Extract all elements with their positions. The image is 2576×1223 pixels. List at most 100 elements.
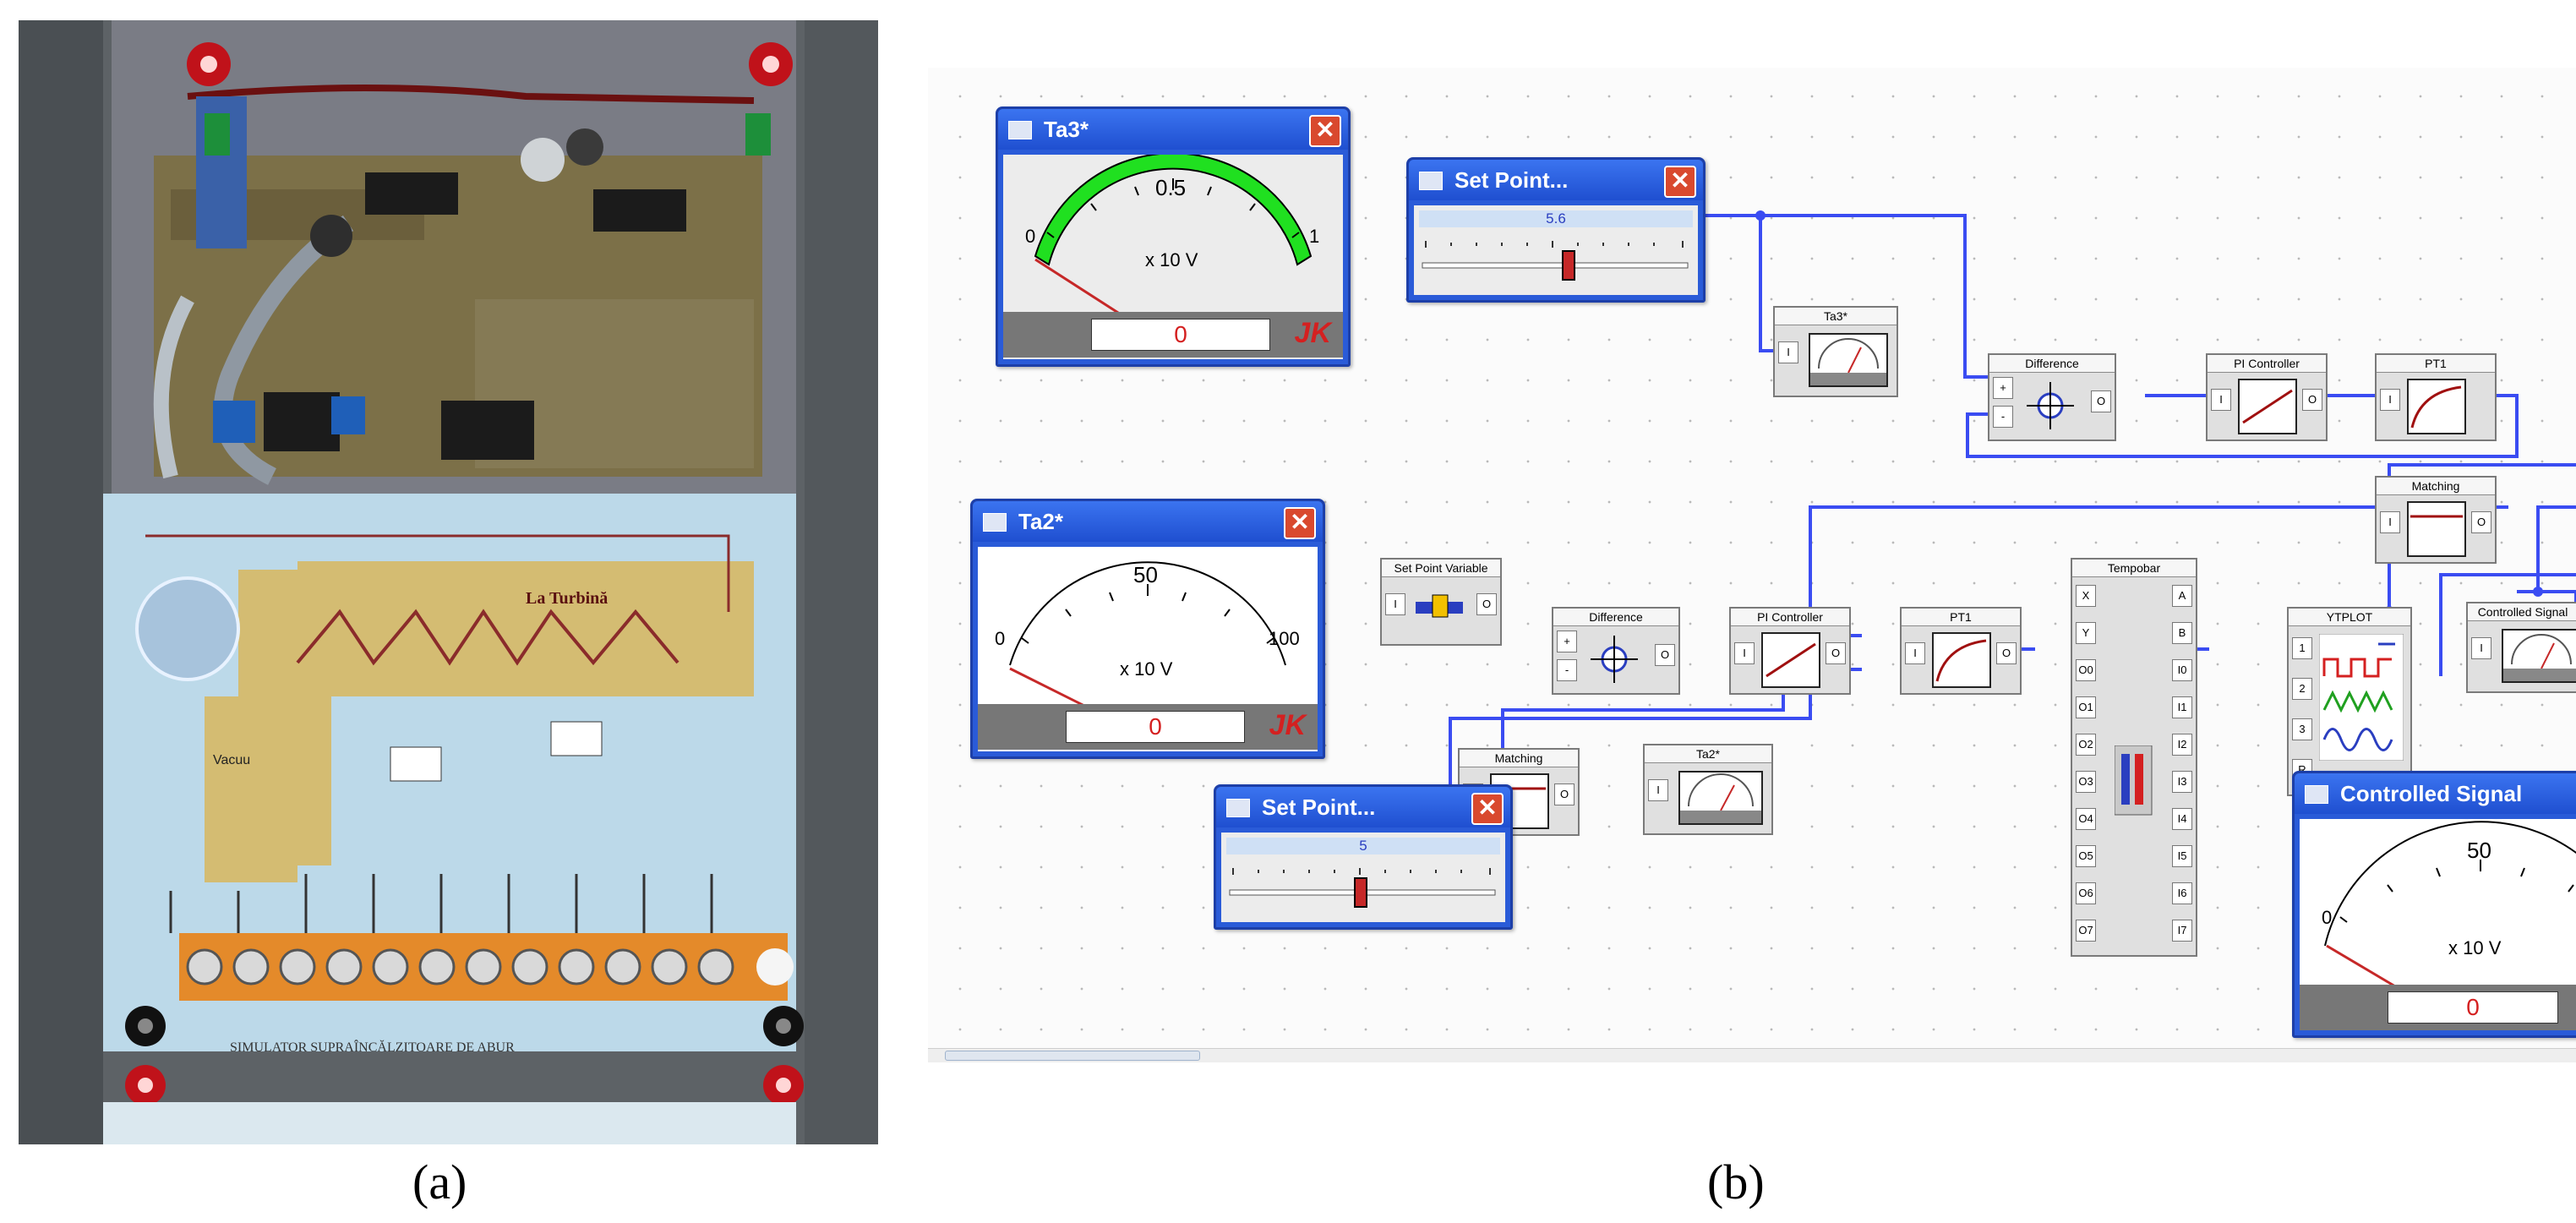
- ta2-meter-block[interactable]: Ta2* I: [1643, 744, 1773, 835]
- set-point-1-body: 5.6: [1414, 205, 1698, 295]
- close-button[interactable]: ✕: [1664, 166, 1696, 198]
- simulation-canvas[interactable]: Ta3* I Difference + - O PI Controller I …: [928, 68, 2576, 1059]
- tempobar-port-o6[interactable]: O6: [2076, 882, 2096, 904]
- controlled-signal-meter-title: Controlled Signal: [2468, 603, 2576, 621]
- tempobar-port-o0[interactable]: O0: [2076, 659, 2096, 681]
- matching-bottom-output-port[interactable]: O: [1554, 783, 1575, 805]
- set-point-variable-output-port[interactable]: O: [1476, 593, 1497, 615]
- tempobar-port-i4[interactable]: I4: [2172, 808, 2192, 830]
- set-point-1-slider[interactable]: [1414, 232, 1698, 292]
- tempobar-port-o2[interactable]: O2: [2076, 734, 2096, 756]
- tempobar-port-x[interactable]: X: [2076, 585, 2096, 607]
- ta3-meter-block[interactable]: Ta3* I: [1773, 306, 1898, 397]
- ta2-value-display: 0: [1066, 711, 1245, 743]
- set-point-window-2[interactable]: Set Point... ✕ 5: [1214, 784, 1513, 930]
- tempobar-port-a[interactable]: A: [2172, 585, 2192, 607]
- caption-a: (a): [412, 1155, 467, 1209]
- tempobar-port-y[interactable]: Y: [2076, 622, 2096, 644]
- difference-top-title: Difference: [1989, 355, 2115, 373]
- window-menu-icon[interactable]: [983, 513, 1007, 532]
- difference-top-output-port[interactable]: O: [2091, 390, 2111, 412]
- ta3-window-title: Ta3*: [998, 109, 1348, 150]
- matching-right-block[interactable]: Matching I O: [2375, 476, 2497, 564]
- pt1-mid-output-port[interactable]: O: [1996, 642, 2017, 664]
- tempobar-port-i2[interactable]: I2: [2172, 734, 2192, 756]
- ta3-unit-label: x 10 V: [1145, 249, 1198, 270]
- difference-top-plus-port[interactable]: +: [1993, 377, 2013, 399]
- window-menu-icon[interactable]: [1226, 799, 1250, 817]
- set-point-2-body: 5: [1221, 833, 1505, 922]
- tempobar-port-i3[interactable]: I3: [2172, 771, 2192, 793]
- ta2-meter-input-port[interactable]: I: [1648, 779, 1668, 801]
- tempobar-port-i7[interactable]: I7: [2172, 920, 2192, 942]
- ta3-window-body: 0.5 0 1 x 10 V 0 JK: [1003, 152, 1343, 359]
- controlled-signal-meter-input-port[interactable]: I: [2471, 637, 2491, 659]
- window-menu-icon[interactable]: [1008, 121, 1032, 139]
- pt1-top-input-port[interactable]: I: [2380, 389, 2400, 411]
- pi-ramp-icon: [1761, 632, 1820, 688]
- window-menu-icon[interactable]: [1419, 172, 1443, 190]
- pi-controller-top-output-port[interactable]: O: [2302, 389, 2322, 411]
- pi-controller-mid-input-port[interactable]: I: [1734, 642, 1755, 664]
- set-point-variable-input-port[interactable]: I: [1385, 593, 1405, 615]
- summing-junction-icon: [2027, 382, 2074, 429]
- tempobar-port-o3[interactable]: O3: [2076, 771, 2096, 793]
- close-button[interactable]: ✕: [1284, 507, 1316, 539]
- difference-mid-plus-port[interactable]: +: [1557, 631, 1577, 652]
- window-menu-icon[interactable]: [2305, 785, 2328, 804]
- controlled-signal-window[interactable]: Controlled Signal 50 0 x 10 V 0: [2292, 771, 2576, 1038]
- pi-controller-mid-block[interactable]: PI Controller I O: [1729, 607, 1851, 695]
- ytplot-port-2[interactable]: 2: [2292, 678, 2312, 700]
- difference-mid-block[interactable]: Difference + - O: [1552, 607, 1680, 695]
- difference-mid-output-port[interactable]: O: [1655, 644, 1675, 666]
- tempobar-port-o7[interactable]: O7: [2076, 920, 2096, 942]
- tempobar-port-i6[interactable]: I6: [2172, 882, 2192, 904]
- difference-top-minus-port[interactable]: -: [1993, 406, 2013, 428]
- close-button[interactable]: ✕: [1471, 793, 1504, 825]
- set-point-2-slider[interactable]: [1221, 860, 1505, 919]
- ytplot-title: YTPLOT: [2289, 609, 2410, 626]
- ta2-window-title: Ta2*: [973, 501, 1323, 542]
- tempobar-port-i1[interactable]: I1: [2172, 696, 2192, 718]
- ta3-value-display: 0: [1091, 319, 1270, 351]
- tempobar-port-b[interactable]: B: [2172, 622, 2192, 644]
- pt1-mid-title: PT1: [1902, 609, 2020, 626]
- ta2-window-body: 50 0 100 x 10 V 0 JK: [978, 547, 1318, 751]
- pt1-top-block[interactable]: PT1 I: [2375, 353, 2497, 441]
- controlled-signal-window-body: 50 0 x 10 V 0: [2300, 819, 2576, 1030]
- hardware-photo: La Turbină Vacuu SIMULATOR SUPRAÎNCĂLZIT…: [19, 20, 878, 1144]
- pt1-mid-block[interactable]: PT1 I O: [1900, 607, 2022, 695]
- controlled-signal-meter-block[interactable]: Controlled Signal I: [2466, 602, 2576, 693]
- scrollbar-thumb[interactable]: [945, 1051, 1200, 1061]
- ta2-meter-window[interactable]: Ta2* ✕ 50 0 100 x 10 V 0 JK: [970, 499, 1325, 759]
- tempobar-block[interactable]: Tempobar X Y O0 O1 O2 O3 O4 O5 O6 O7 A B…: [2071, 558, 2197, 957]
- ytplot-block[interactable]: YTPLOT 1 2 3 R: [2287, 607, 2412, 796]
- pt1-curve-icon: [2407, 379, 2466, 434]
- controlled-signal-scale-mid: 50: [2467, 838, 2491, 863]
- board-title: La Turbină: [526, 589, 608, 608]
- tempobar-port-i0[interactable]: I0: [2172, 659, 2192, 681]
- close-button[interactable]: ✕: [1309, 115, 1341, 147]
- ta3-meter-input-port[interactable]: I: [1778, 341, 1798, 363]
- logo-icon: JK: [1294, 317, 1331, 349]
- pi-controller-mid-output-port[interactable]: O: [1826, 642, 1846, 664]
- set-point-1-title: Set Point...: [1409, 160, 1703, 200]
- tempobar-port-o4[interactable]: O4: [2076, 808, 2096, 830]
- difference-top-block[interactable]: Difference + - O: [1988, 353, 2116, 441]
- matching-right-input-port[interactable]: I: [2380, 511, 2400, 533]
- tempobar-port-o5[interactable]: O5: [2076, 845, 2096, 867]
- matching-right-output-port[interactable]: O: [2471, 511, 2491, 533]
- tempobar-port-o1[interactable]: O1: [2076, 696, 2096, 718]
- difference-mid-minus-port[interactable]: -: [1557, 659, 1577, 681]
- set-point-window-1[interactable]: Set Point... ✕ 5.6: [1406, 157, 1706, 303]
- pi-controller-top-block[interactable]: PI Controller I O: [2206, 353, 2328, 441]
- ytplot-port-1[interactable]: 1: [2292, 637, 2312, 659]
- pt1-mid-input-port[interactable]: I: [1905, 642, 1925, 664]
- horizontal-scrollbar[interactable]: [928, 1048, 2576, 1062]
- tempobar-port-i5[interactable]: I5: [2172, 845, 2192, 867]
- ta3-meter-window[interactable]: Ta3* ✕ 0.5 0 1 x 10 V 0 JK: [996, 106, 1351, 367]
- pi-controller-top-input-port[interactable]: I: [2211, 389, 2231, 411]
- ytplot-port-3[interactable]: 3: [2292, 718, 2312, 740]
- ta3-scale-min: 0: [1025, 226, 1036, 247]
- set-point-variable-block[interactable]: Set Point Variable I O: [1380, 558, 1502, 646]
